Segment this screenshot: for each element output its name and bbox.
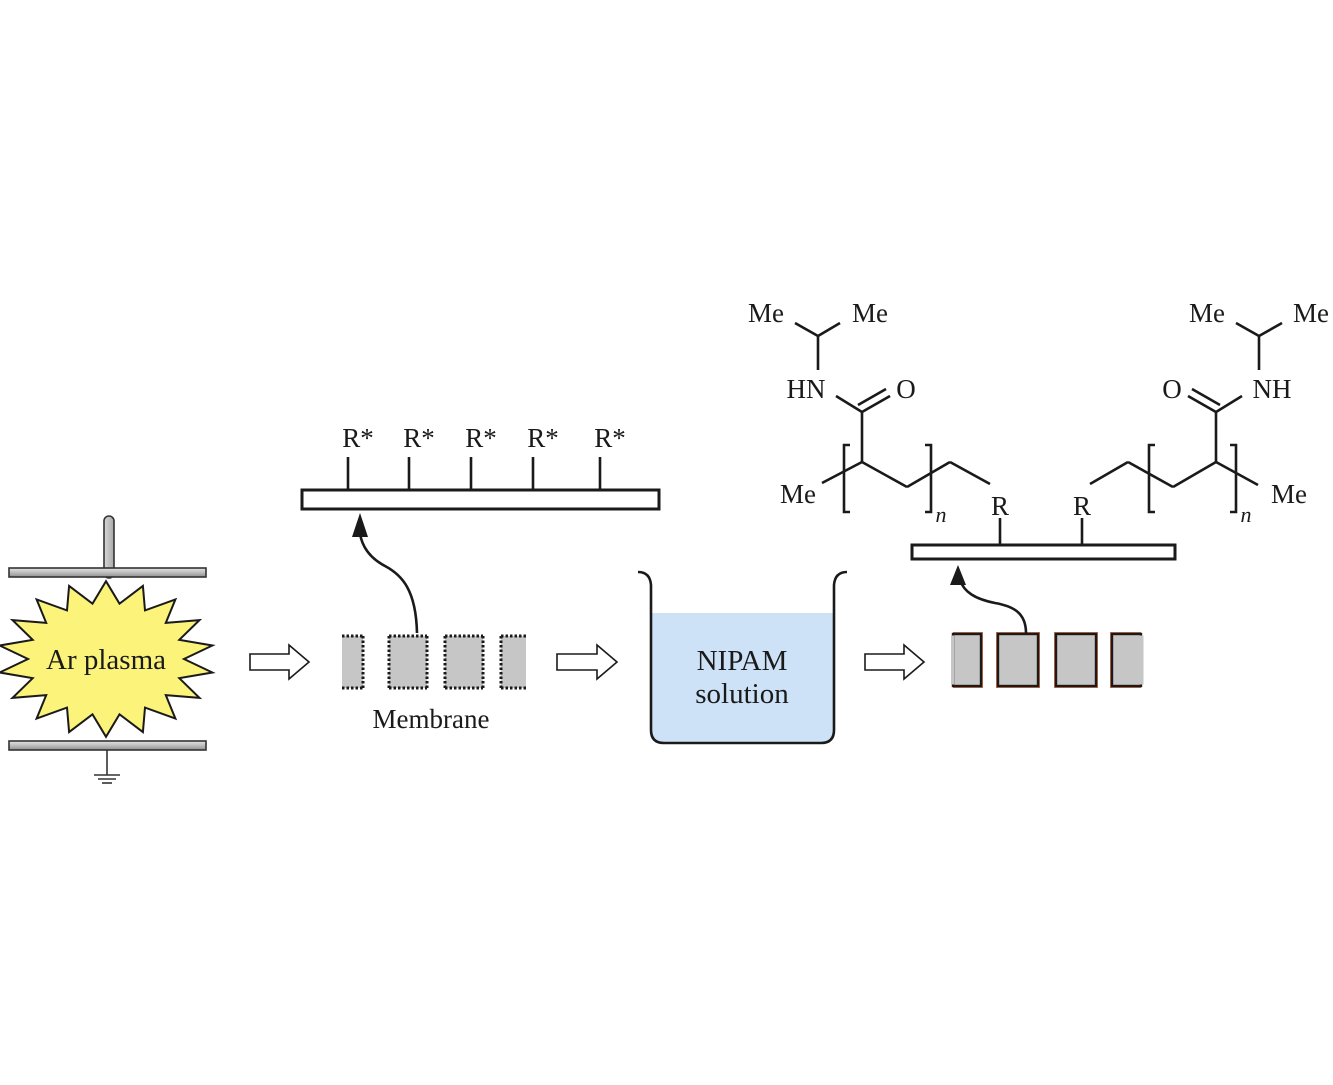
methyl-label: Me: [852, 298, 888, 328]
membrane-segment: [1110, 632, 1143, 688]
solution-label: solution: [695, 678, 789, 710]
membrane-pores: [342, 634, 526, 690]
repeat-n-label: n: [936, 502, 947, 527]
plasma-burst-icon: [0, 579, 216, 739]
arrowhead: [352, 513, 368, 537]
amide-nh-label: NH: [1253, 374, 1292, 404]
zoom-arrow-icon: [358, 522, 419, 634]
grafted-surface-bar: [910, 543, 1177, 561]
membrane-segment: [501, 636, 526, 688]
process-arrow-1: [249, 643, 311, 681]
grafted-membrane: R R Me Me HN O Me n Me Me: [748, 298, 1329, 688]
membrane-segment: [1054, 632, 1098, 688]
membrane-label: Membrane: [373, 704, 490, 734]
electrode-rod: [103, 515, 115, 579]
carbonyl-o-label: O: [896, 374, 916, 404]
membrane-segment: [342, 636, 363, 688]
membrane-segment: [389, 636, 427, 688]
end-methyl-label: Me: [780, 479, 816, 509]
zoom-arrow-icon: [958, 579, 1028, 634]
top-electrode: [8, 567, 207, 578]
methyl-label: Me: [1293, 298, 1329, 328]
ground-icon: [94, 750, 120, 784]
amide-nh-label: HN: [787, 374, 826, 404]
plasma-reactor: Ar plasma: [0, 515, 216, 784]
plasma-label: Ar plasma: [46, 644, 166, 676]
end-methyl-label: Me: [1271, 479, 1307, 509]
activated-membrane: R* R* R* R* R* Membrane: [300, 423, 661, 734]
repeat-n-label: n: [1241, 502, 1252, 527]
nipam-beaker: NIPAM solution: [637, 570, 848, 745]
surface-radicals: R* R* R* R* R*: [342, 423, 626, 490]
membrane-segment: [996, 632, 1040, 688]
process-arrow-2: [556, 643, 619, 681]
pnipam-chain-left: Me Me HN O Me n: [748, 298, 991, 527]
radical-label: R*: [342, 423, 374, 453]
arrowhead: [950, 565, 966, 585]
surface-group-r: R: [991, 491, 1009, 521]
carbonyl-o-label: O: [1162, 374, 1182, 404]
methyl-label: Me: [1189, 298, 1225, 328]
edge-mask: [951, 635, 954, 685]
solution-fill: [651, 613, 834, 743]
pnipam-chain-right: Me Me NH O Me n: [1089, 298, 1329, 527]
process-arrow-3: [864, 643, 926, 681]
radical-label: R*: [527, 423, 559, 453]
membrane-segment: [951, 632, 983, 688]
radical-label: R*: [403, 423, 435, 453]
membrane-surface-bar: [300, 488, 661, 511]
membrane-segment: [445, 636, 483, 688]
beaker-outline: [637, 570, 848, 745]
bottom-electrode: [8, 740, 207, 751]
edge-mask: [1139, 635, 1144, 685]
grafted-pores: [951, 632, 1144, 688]
methyl-label: Me: [748, 298, 784, 328]
radical-label: R*: [465, 423, 497, 453]
radical-label: R*: [594, 423, 626, 453]
nipam-label: NIPAM: [697, 645, 788, 677]
surface-group-r: R: [1073, 491, 1091, 521]
